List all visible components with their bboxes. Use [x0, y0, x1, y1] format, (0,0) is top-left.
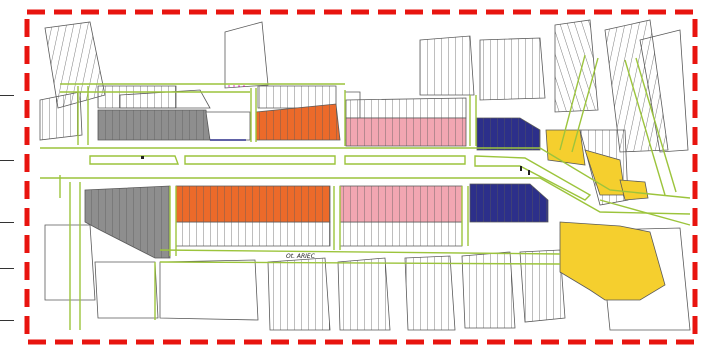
margin-tick: [0, 268, 14, 269]
street-label: Ot. ARIEC: [286, 253, 316, 260]
zone-yellow-north: [545, 129, 586, 166]
zone-yellow-north-3: [619, 179, 649, 201]
margin-tick: [0, 95, 14, 96]
road-network: [40, 54, 691, 330]
zone-hatching-south: [85, 184, 548, 258]
zone-yellow-south: [559, 221, 666, 301]
zone-hatching-north: [98, 104, 540, 150]
site-boundary-frame: [24, 9, 698, 345]
zone-gray-north-b: [205, 111, 251, 141]
margin-tick: [0, 160, 14, 161]
margin-tick: [0, 320, 14, 321]
map-marks: [141, 156, 530, 175]
margin-tick: [0, 222, 14, 223]
